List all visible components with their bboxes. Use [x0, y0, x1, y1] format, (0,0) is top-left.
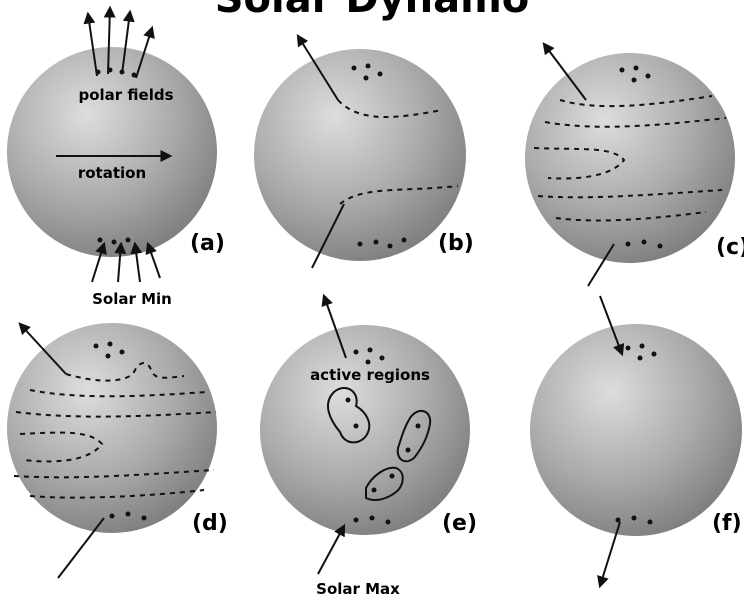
active-region-spot [346, 398, 351, 403]
panel-label-b: (b) [438, 231, 474, 256]
panel-label-a: (a) [190, 231, 225, 256]
active-region-spot [416, 424, 421, 429]
sun-sphere-d [7, 323, 217, 533]
panel-label-c: (c) [716, 235, 744, 260]
solar-max-arrow [318, 526, 344, 574]
sun-sphere-c [525, 53, 735, 263]
active-regions-label: active regions [310, 366, 430, 384]
panel-e: active regions Solar Max (e) [260, 296, 477, 598]
panel-label-e: (e) [442, 511, 477, 536]
polar-fields-label: polar fields [78, 86, 173, 104]
panel-f: (f) [530, 296, 742, 586]
active-region-spot [390, 474, 395, 479]
panel-label-f: (f) [712, 511, 742, 536]
rotation-label: rotation [78, 164, 146, 182]
active-region-spot [354, 424, 359, 429]
panel-label-d: (d) [192, 511, 228, 536]
active-region-spot [372, 488, 377, 493]
sun-sphere-e [260, 325, 470, 535]
sun-sphere-a [7, 47, 217, 257]
sun-sphere-f [530, 324, 742, 536]
panel-a: polar fields rotation Solar Min (a) [7, 8, 225, 308]
solar-max-label: Solar Max [316, 580, 400, 598]
sun-sphere-b [254, 49, 466, 261]
diagram-title: Solar Dynamo [215, 0, 530, 22]
panel-c: (c) [525, 44, 744, 286]
panel-d: (d) [7, 323, 228, 578]
solar-min-label: Solar Min [92, 290, 172, 308]
active-region-spot [406, 448, 411, 453]
panel-b: (b) [254, 36, 474, 268]
